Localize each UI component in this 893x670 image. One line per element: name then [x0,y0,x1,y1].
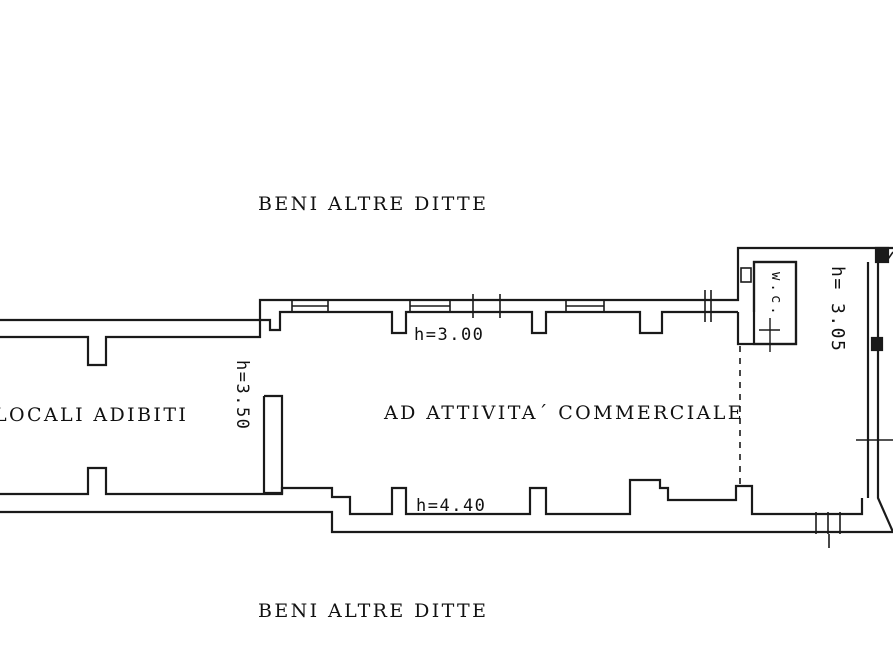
label-room-center: AD ATTIVITA´ COMMERCIALE [384,402,745,424]
label-wc: w.c. [768,272,784,318]
label-room-left: LOCALI ADIBITI [0,404,189,426]
height-right-room: h= 3.05 [827,266,848,353]
wall-interior [262,394,284,495]
top-windows [291,290,712,322]
wall-top-outer [0,246,893,322]
height-left-room: h=3.50 [232,360,252,431]
height-bottom-corridor: h=4.40 [416,496,487,516]
label-bottom-neighbors: BENI ALTRE DITTE [258,600,489,622]
facade-pillar-top [874,246,890,264]
wc-pipe [740,267,752,283]
wall-bottom-inner [0,466,864,516]
facade-pillar [870,336,884,352]
bottom-openings [815,512,841,548]
facade-corner [885,251,893,263]
wall-bottom-outer [0,510,893,534]
wall-top-inner [0,310,738,367]
wall-facade [876,248,893,533]
height-top-corridor: h=3.00 [414,325,485,345]
wall-right-room [736,260,798,346]
wc-enclosure [752,260,798,346]
label-top-neighbors: BENI ALTRE DITTE [258,193,489,215]
